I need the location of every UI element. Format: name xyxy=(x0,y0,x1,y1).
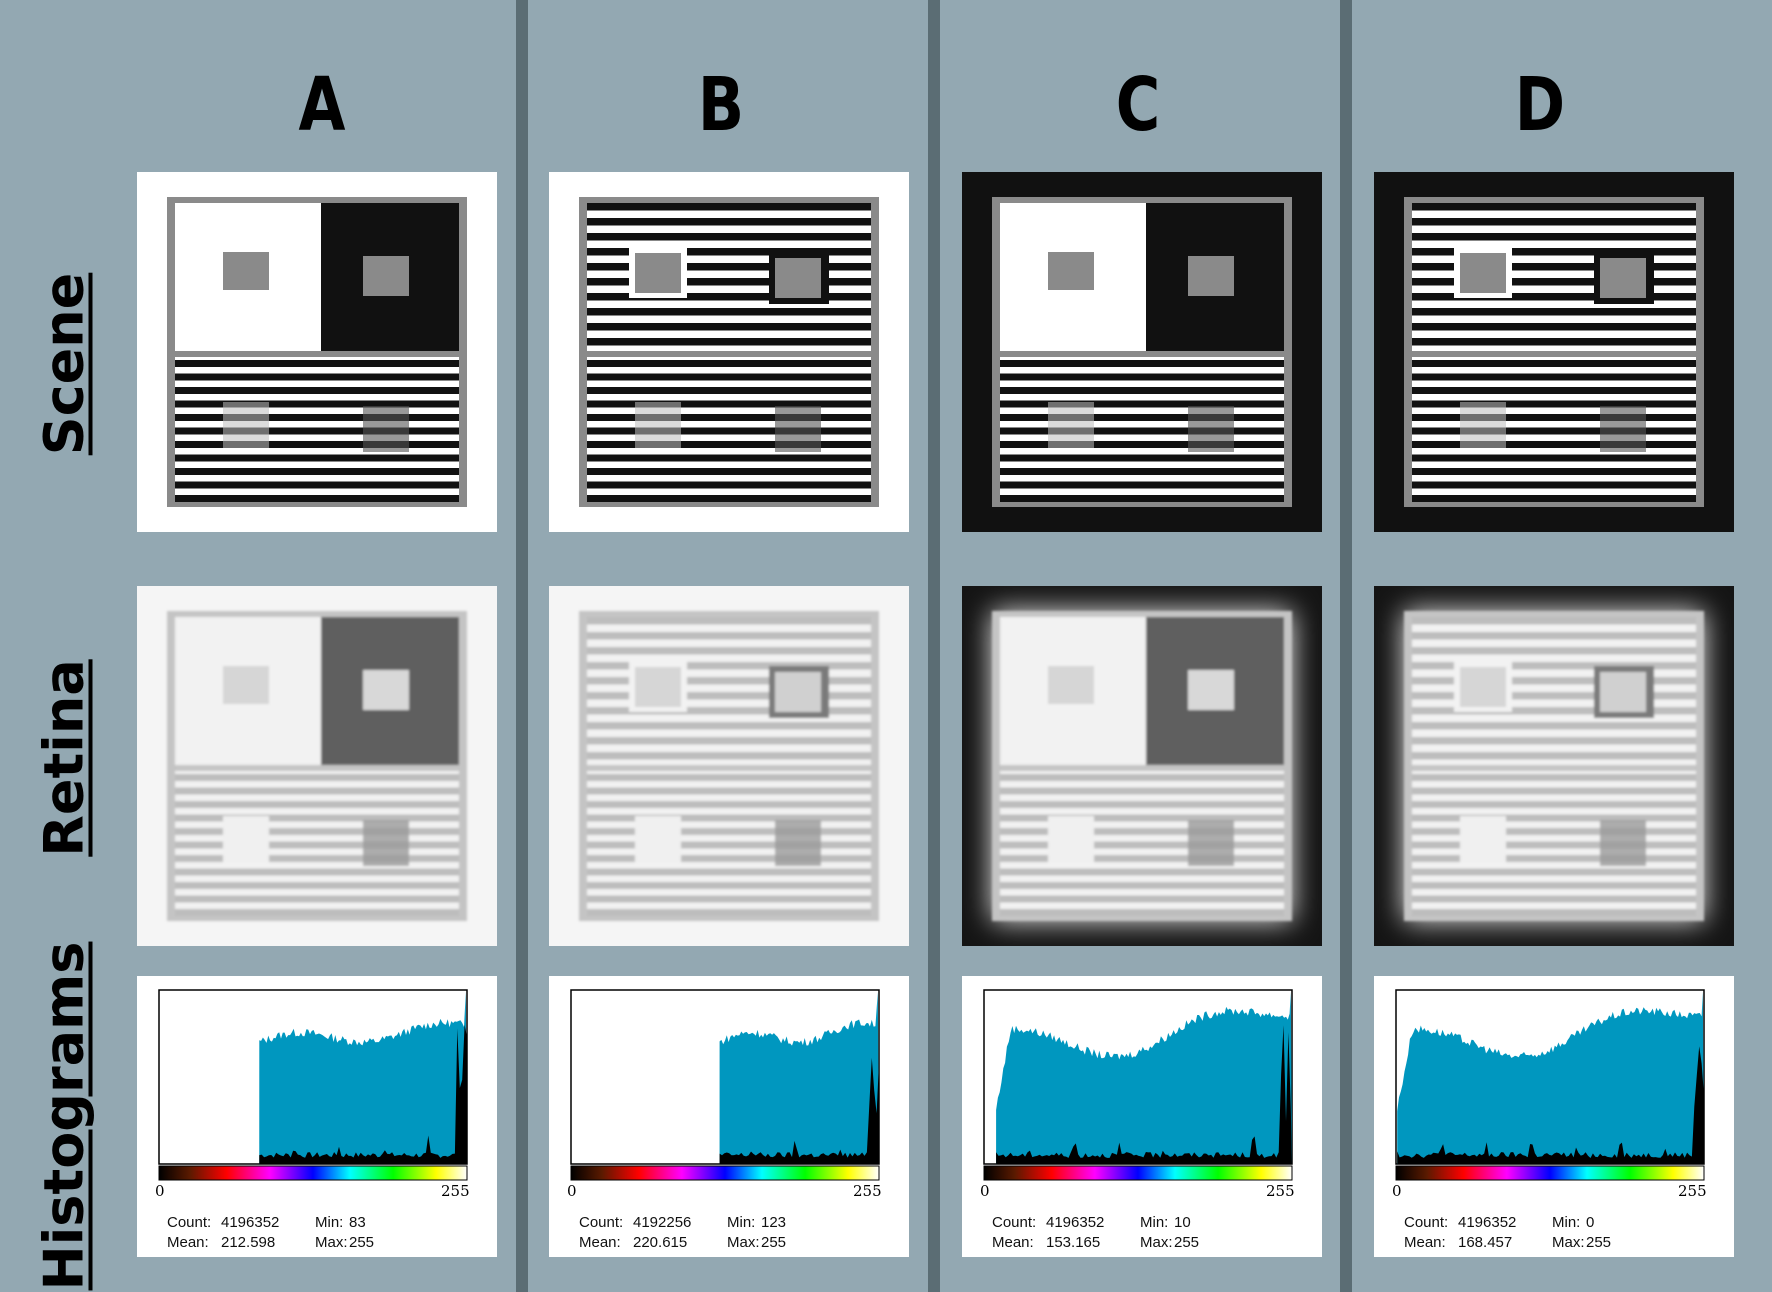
min-value: 123 xyxy=(761,1214,787,1231)
count-value: 4196352 xyxy=(1046,1214,1105,1231)
count-label: Count: xyxy=(1404,1214,1449,1231)
scene-panel-d xyxy=(1374,172,1734,532)
histogram-envelope xyxy=(996,992,1292,1164)
retina-panel-c xyxy=(962,586,1322,946)
lut-colorbar xyxy=(158,1165,468,1181)
scene-panel-b xyxy=(549,172,909,532)
max-value: 255 xyxy=(761,1234,787,1251)
mean-label: Mean: xyxy=(167,1234,209,1251)
mean-value: 220.615 xyxy=(633,1234,688,1251)
lut-colorbar xyxy=(983,1165,1293,1181)
lut-colorbar xyxy=(570,1165,880,1181)
x-axis-max-label: 255 xyxy=(1678,1182,1707,1200)
column-label-c: C xyxy=(1115,62,1161,148)
mean-value: 212.598 xyxy=(221,1234,276,1251)
count-value: 4192256 xyxy=(633,1214,692,1231)
column-label-b: B xyxy=(697,62,745,148)
retina-panel-d xyxy=(1374,586,1734,946)
histogram-envelope xyxy=(1397,992,1704,1164)
max-label: Max: xyxy=(1552,1234,1585,1251)
min-value: 83 xyxy=(349,1214,366,1231)
retina-panel-b xyxy=(549,586,909,946)
min-label: Min: xyxy=(1552,1214,1581,1231)
max-label: Max: xyxy=(727,1234,760,1251)
lut-colorbar xyxy=(1395,1165,1705,1181)
mean-label: Mean: xyxy=(992,1234,1034,1251)
column-label-d: D xyxy=(1514,62,1566,148)
max-label: Max: xyxy=(315,1234,348,1251)
column-divider xyxy=(516,0,528,1292)
mean-label: Mean: xyxy=(1404,1234,1446,1251)
column-divider xyxy=(1340,0,1352,1292)
count-label: Count: xyxy=(167,1214,212,1231)
max-label: Max: xyxy=(1140,1234,1173,1251)
min-label: Min: xyxy=(727,1214,756,1231)
x-axis-max-label: 255 xyxy=(1266,1182,1295,1200)
mean-value: 153.165 xyxy=(1046,1234,1101,1251)
row-label-histograms-text: Histograms xyxy=(32,941,96,1291)
row-label-retina-text: Retina xyxy=(32,659,96,857)
histogram-envelope xyxy=(259,992,467,1164)
max-value: 255 xyxy=(1174,1234,1200,1251)
min-label: Min: xyxy=(315,1214,344,1231)
column-label-a: A xyxy=(298,62,346,148)
histogram-envelope xyxy=(719,992,879,1164)
x-axis-max-label: 255 xyxy=(853,1182,882,1200)
max-value: 255 xyxy=(1586,1234,1612,1251)
x-axis-min-label: 0 xyxy=(155,1182,165,1200)
count-label: Count: xyxy=(992,1214,1037,1231)
column-divider xyxy=(928,0,940,1292)
mean-value: 168.457 xyxy=(1458,1234,1513,1251)
min-label: Min: xyxy=(1140,1214,1169,1231)
count-value: 4196352 xyxy=(221,1214,280,1231)
min-value: 0 xyxy=(1586,1214,1595,1231)
row-label-scene-text: Scene xyxy=(32,272,96,456)
max-value: 255 xyxy=(349,1234,375,1251)
retina-panel-a xyxy=(137,586,497,946)
count-label: Count: xyxy=(579,1214,624,1231)
mean-label: Mean: xyxy=(579,1234,621,1251)
x-axis-min-label: 0 xyxy=(980,1182,990,1200)
scene-panel-a xyxy=(137,172,497,532)
x-axis-max-label: 255 xyxy=(441,1182,470,1200)
x-axis-min-label: 0 xyxy=(567,1182,577,1200)
min-value: 10 xyxy=(1174,1214,1191,1231)
x-axis-min-label: 0 xyxy=(1392,1182,1402,1200)
scene-panel-c xyxy=(962,172,1322,532)
count-value: 4196352 xyxy=(1458,1214,1517,1231)
